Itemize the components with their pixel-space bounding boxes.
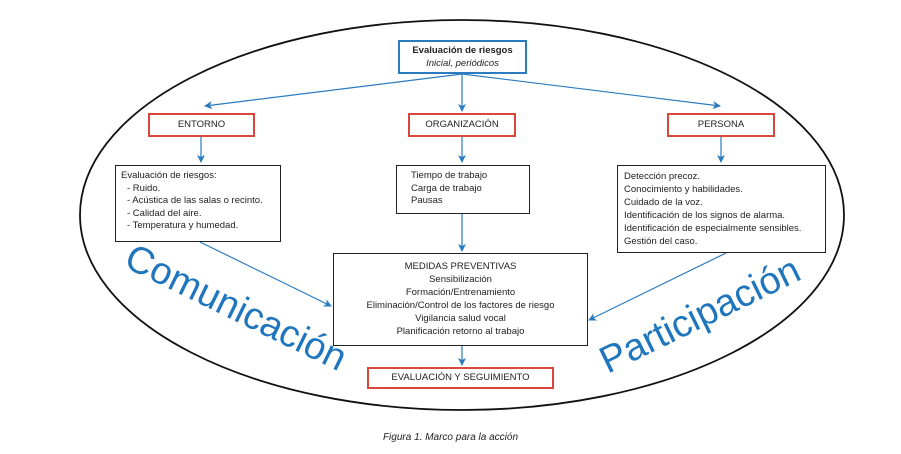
persona-box: PERSONA	[667, 113, 775, 137]
list-item: Sensibilización	[429, 274, 492, 285]
list-item: Identificación de especialmente sensible…	[624, 223, 802, 234]
organizacion-list: Tiempo de trabajo Carga de trabajo Pausa…	[396, 165, 530, 214]
list-item: - Acústica de las salas o recinto.	[127, 195, 263, 206]
arrow-to-persona	[461, 73, 721, 110]
list-item: - Ruido.	[127, 182, 161, 194]
list-item: Eliminación/Control de los factores de r…	[366, 300, 555, 311]
entorno-list: Evaluación de riesgos: - Ruido. - Acústi…	[115, 165, 281, 242]
outer-ellipse	[79, 19, 845, 411]
organizacion-box: ORGANIZACIÓN	[408, 113, 516, 137]
entorno-box: ENTORNO	[148, 113, 255, 137]
list-item: Gestión del caso.	[624, 236, 698, 247]
medidas-preventivas-box: MEDIDAS PREVENTIVAS Sensibilización Form…	[333, 253, 588, 346]
list-item: Tiempo de trabajo	[411, 170, 488, 181]
persona-list: Detección precoz. Conocimiento y habilid…	[617, 165, 826, 253]
list-item: Carga de trabajo	[411, 182, 482, 194]
risk-evaluation-box: Evaluación de riesgos Inicial, periódico…	[398, 40, 527, 74]
list-item: - Temperatura y humedad.	[127, 220, 239, 231]
list-item: Pausas	[411, 195, 443, 206]
arrow-entorno-to-medidas	[199, 241, 332, 307]
risk-evaluation-subtitle: Inicial, periódicos	[426, 57, 499, 69]
medidas-title: MEDIDAS PREVENTIVAS	[404, 261, 517, 272]
risk-evaluation-title: Evaluación de riesgos	[412, 45, 513, 56]
list-item: - Calidad del aire.	[127, 207, 202, 219]
arrow-to-entorno	[204, 73, 463, 110]
figure-caption: Figura 1. Marco para la acción	[382, 432, 519, 443]
list-item: Planificación retorno al trabajo	[396, 326, 525, 337]
list-item: Conocimiento y habilidades.	[624, 184, 743, 195]
evaluacion-seguimiento-box: EVALUACIÓN Y SEGUIMIENTO	[367, 367, 554, 389]
list-item: Vigilancia salud vocal	[415, 313, 506, 324]
list-item: Cuidado de la voz.	[624, 197, 703, 208]
arrow-persona-to-medidas	[588, 252, 727, 321]
list-item: Detección precoz.	[624, 171, 701, 182]
list-item: Formación/Entrenamiento	[405, 287, 516, 298]
list-item: Identificación de los signos de alarma.	[624, 210, 786, 221]
list-item: Evaluación de riesgos:	[121, 170, 217, 181]
